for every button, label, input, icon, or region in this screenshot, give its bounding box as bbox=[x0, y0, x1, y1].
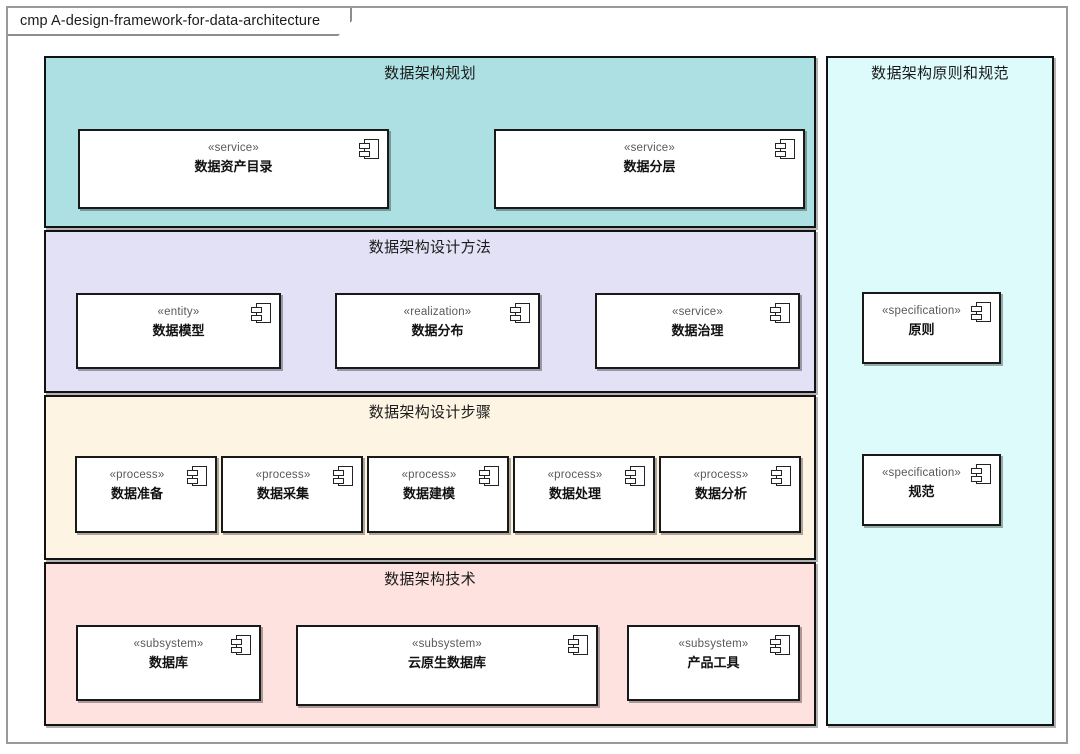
package-data-architecture-design-steps[interactable]: 数据架构设计步骤 «process» 数据准备 «process» 数据采集 bbox=[44, 395, 816, 560]
component-data-distribution[interactable]: «realization» 数据分布 bbox=[335, 293, 540, 369]
uml-component-icon bbox=[971, 302, 991, 322]
component-stereotype: «process» bbox=[547, 469, 603, 481]
uml-component-icon bbox=[231, 635, 251, 655]
component-data-processing[interactable]: «process» 数据处理 bbox=[513, 456, 655, 533]
package-title: 数据架构技术 bbox=[384, 571, 476, 588]
component-text: «subsystem» 产品工具 bbox=[629, 637, 798, 672]
uml-component-icon bbox=[971, 464, 991, 484]
component-name: 数据库 bbox=[148, 654, 188, 670]
component-stereotype: «specification» bbox=[881, 305, 962, 317]
component-name: 数据治理 bbox=[671, 322, 724, 338]
component-text: «process» 数据采集 bbox=[223, 468, 361, 503]
component-data-asset-catalog[interactable]: «service» 数据资产目录 bbox=[78, 129, 389, 209]
package-data-architecture-technology[interactable]: 数据架构技术 «subsystem» 数据库 «subsystem» 云原生数据… bbox=[44, 562, 816, 726]
component-stereotype: «specification» bbox=[881, 467, 962, 479]
package-body: «entity» 数据模型 «realization» 数据分布 «se bbox=[46, 264, 814, 391]
component-name: 数据采集 bbox=[256, 485, 309, 501]
component-standards[interactable]: «specification» 规范 bbox=[862, 454, 1001, 526]
package-data-architecture-planning[interactable]: 数据架构规划 «service» 数据资产目录 «service» 数据分层 bbox=[44, 56, 816, 228]
component-stereotype: «process» bbox=[255, 469, 311, 481]
component-stereotype: «service» bbox=[671, 306, 724, 318]
component-data-layering[interactable]: «service» 数据分层 bbox=[494, 129, 805, 209]
package-data-architecture-principles-and-standards[interactable]: 数据架构原则和规范 «specification» 原则 «specificat… bbox=[826, 56, 1054, 726]
component-stereotype: «entity» bbox=[157, 306, 200, 318]
component-stereotype: «process» bbox=[693, 469, 749, 481]
uml-component-icon bbox=[770, 303, 790, 323]
component-name: 规范 bbox=[908, 483, 935, 499]
diagram-frame-label: cmp A-design-framework-for-data-architec… bbox=[8, 8, 352, 36]
component-text: «process» 数据建模 bbox=[369, 468, 507, 503]
package-body: «service» 数据资产目录 «service» 数据分层 bbox=[46, 90, 814, 226]
component-stereotype: «subsystem» bbox=[678, 638, 749, 650]
uml-component-diagram-frame: cmp A-design-framework-for-data-architec… bbox=[6, 6, 1068, 744]
component-data-governance[interactable]: «service» 数据治理 bbox=[595, 293, 800, 369]
component-text: «process» 数据准备 bbox=[77, 468, 215, 503]
uml-component-icon bbox=[771, 466, 791, 486]
component-data-preparation[interactable]: «process» 数据准备 bbox=[75, 456, 217, 533]
component-stereotype: «service» bbox=[207, 142, 260, 154]
component-stereotype: «process» bbox=[109, 469, 165, 481]
component-text: «realization» 数据分布 bbox=[337, 305, 538, 340]
component-name: 数据准备 bbox=[110, 485, 163, 501]
uml-component-icon bbox=[333, 466, 353, 486]
component-name: 数据建模 bbox=[402, 485, 455, 501]
uml-component-icon bbox=[251, 303, 271, 323]
component-text: «process» 数据分析 bbox=[661, 468, 799, 503]
component-stereotype: «service» bbox=[623, 142, 676, 154]
component-text: «service» 数据分层 bbox=[496, 141, 803, 176]
component-stereotype: «subsystem» bbox=[133, 638, 204, 650]
component-text: «specification» 原则 bbox=[864, 304, 999, 339]
package-title: 数据架构原则和规范 bbox=[871, 65, 1009, 82]
component-text: «subsystem» 云原生数据库 bbox=[298, 637, 596, 672]
package-body: «subsystem» 数据库 «subsystem» 云原生数据库 « bbox=[46, 596, 814, 724]
package-title: 数据架构设计方法 bbox=[368, 239, 492, 256]
component-cloud-native-database[interactable]: «subsystem» 云原生数据库 bbox=[296, 625, 598, 706]
component-data-modeling[interactable]: «process» 数据建模 bbox=[367, 456, 509, 533]
package-data-architecture-design-method[interactable]: 数据架构设计方法 «entity» 数据模型 «realization» 数据分… bbox=[44, 230, 816, 393]
component-name: 数据分布 bbox=[411, 322, 464, 338]
component-name: 数据分析 bbox=[694, 485, 747, 501]
component-text: «entity» 数据模型 bbox=[78, 305, 279, 340]
component-text: «specification» 规范 bbox=[864, 466, 999, 501]
uml-component-icon bbox=[770, 635, 790, 655]
package-title: 数据架构设计步骤 bbox=[368, 404, 492, 421]
uml-component-icon bbox=[187, 466, 207, 486]
component-data-model[interactable]: «entity» 数据模型 bbox=[76, 293, 281, 369]
component-database[interactable]: «subsystem» 数据库 bbox=[76, 625, 261, 701]
component-name: 数据分层 bbox=[623, 158, 676, 174]
component-product-tools[interactable]: «subsystem» 产品工具 bbox=[627, 625, 800, 701]
package-body: «specification» 原则 «specification» 规范 bbox=[828, 90, 1052, 724]
component-name: 原则 bbox=[908, 321, 935, 337]
uml-component-icon bbox=[625, 466, 645, 486]
component-text: «service» 数据治理 bbox=[597, 305, 798, 340]
component-principles[interactable]: «specification» 原则 bbox=[862, 292, 1001, 364]
component-name: 产品工具 bbox=[687, 654, 740, 670]
component-data-analysis[interactable]: «process» 数据分析 bbox=[659, 456, 801, 533]
component-text: «process» 数据处理 bbox=[515, 468, 653, 503]
component-data-collection[interactable]: «process» 数据采集 bbox=[221, 456, 363, 533]
uml-component-icon bbox=[568, 635, 588, 655]
component-stereotype: «realization» bbox=[403, 306, 472, 318]
package-title: 数据架构规划 bbox=[384, 65, 476, 82]
component-name: 数据资产目录 bbox=[194, 158, 273, 174]
package-body: «process» 数据准备 «process» 数据采集 «proce bbox=[46, 429, 814, 558]
uml-component-icon bbox=[359, 139, 379, 159]
component-text: «service» 数据资产目录 bbox=[80, 141, 387, 176]
uml-component-icon bbox=[479, 466, 499, 486]
component-name: 云原生数据库 bbox=[407, 654, 486, 670]
component-stereotype: «process» bbox=[401, 469, 457, 481]
component-text: «subsystem» 数据库 bbox=[78, 637, 259, 672]
component-name: 数据处理 bbox=[548, 485, 601, 501]
component-name: 数据模型 bbox=[152, 322, 205, 338]
uml-component-icon bbox=[775, 139, 795, 159]
uml-component-icon bbox=[510, 303, 530, 323]
component-stereotype: «subsystem» bbox=[412, 638, 482, 650]
